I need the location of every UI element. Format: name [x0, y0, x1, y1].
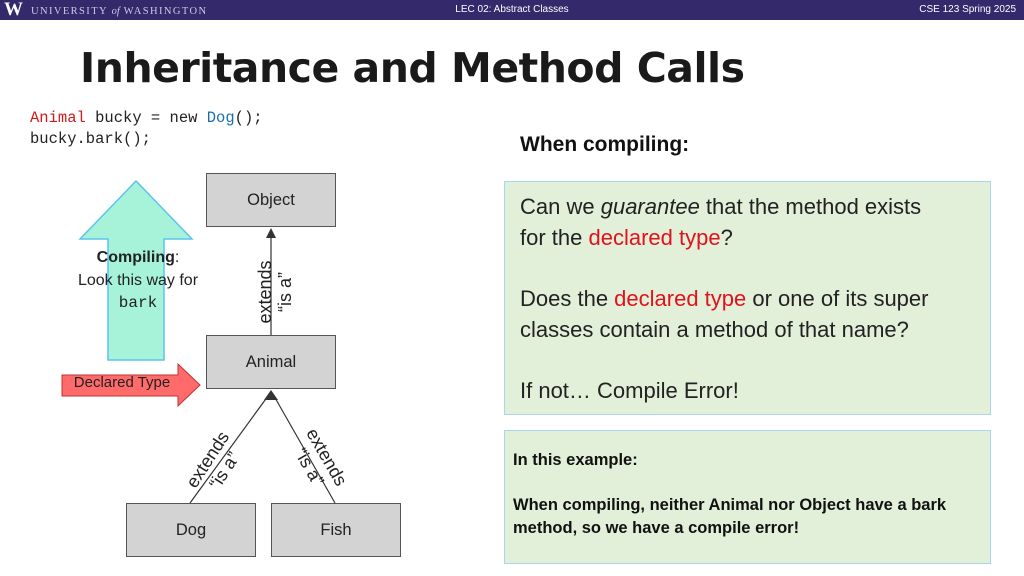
compiling-colon: : — [174, 249, 180, 266]
animal-arrowhead — [264, 390, 278, 400]
example-heading: In this example: — [513, 451, 638, 469]
wordmark-university: UNIVERSITY — [31, 5, 108, 17]
uw-logo: W UNIVERSITY of WASHINGTON — [4, 0, 207, 20]
when-compiling-heading: When compiling: — [520, 133, 690, 156]
is-a-text: “is a” — [275, 272, 295, 312]
code-declared-type: Animal — [30, 109, 86, 127]
code-snippet: Animal bucky = new Dog(); bucky.bark(); — [30, 108, 263, 150]
wordmark-of: of — [111, 5, 120, 17]
compiling-questions-panel: Can we guarantee that the method exists … — [504, 181, 991, 415]
slide-title: Inheritance and Method Calls — [80, 44, 745, 92]
compiling-label-line-1: Compiling: — [62, 246, 214, 269]
university-wordmark: UNIVERSITY of WASHINGTON — [31, 6, 207, 17]
question-1-line-a: Can we guarantee that the method exists — [520, 194, 921, 220]
q1b-pre: for the — [520, 225, 589, 250]
q2-declared-type: declared type — [614, 286, 747, 311]
q1b-declared-type: declared type — [588, 225, 721, 250]
code-instantiated-class: Dog — [206, 109, 235, 127]
q2-pre: Does the — [520, 286, 615, 311]
q1b-post: ? — [720, 225, 733, 250]
code-line1-end: (); — [234, 109, 263, 127]
extends-text: extends — [255, 260, 275, 324]
object-class-box: Object — [206, 173, 336, 227]
extends-label-animal-object: extends “is a” — [255, 242, 295, 342]
q1-pre: Can we — [520, 194, 601, 219]
code-line2: bucky.bark(); — [30, 130, 151, 148]
question-1-line-b: for the declared type? — [520, 225, 733, 251]
extends-label-dog-animal: extends “is a” — [172, 412, 260, 518]
uw-w-logo-icon: W — [4, 0, 23, 20]
compiling-label-line-2: Look this way for — [77, 272, 199, 289]
example-panel: In this example: When compiling, neither… — [504, 430, 991, 564]
animal-class-box: Animal — [206, 335, 336, 389]
header-bar: W UNIVERSITY of WASHINGTON LEC 02: Abstr… — [0, 0, 1024, 20]
lecture-title: LEC 02: Abstract Classes — [455, 4, 569, 15]
code-line1-middle: bucky = new — [85, 109, 207, 127]
object-arrowhead — [266, 228, 276, 238]
compiling-label-method: bark — [118, 294, 158, 312]
wordmark-washington: WASHINGTON — [123, 5, 208, 17]
compiling-arrow-label: Compiling: Look this way for bark — [62, 246, 214, 315]
question-2-line-b: classes contain a method of that name? — [520, 317, 909, 342]
example-line-2: method, so we have a compile error! — [513, 519, 800, 537]
q1-post: that the method exists — [699, 194, 922, 219]
dog-class-box: Dog — [126, 503, 256, 557]
q1-emphasis: guarantee — [600, 194, 700, 219]
declared-type-label: Declared Type — [73, 374, 171, 391]
question-2-line-a: Does the declared type or one of its sup… — [520, 286, 928, 312]
compile-error-line: If not… Compile Error! — [520, 378, 739, 403]
compiling-bold: Compiling — [96, 249, 175, 266]
example-line-1: When compiling, neither Animal nor Objec… — [513, 496, 947, 514]
fish-class-box: Fish — [271, 503, 401, 557]
q2-post: or one of its super — [746, 286, 929, 311]
course-label: CSE 123 Spring 2025 — [919, 4, 1016, 15]
extends-label-fish-animal: extends “is a” — [276, 409, 361, 516]
